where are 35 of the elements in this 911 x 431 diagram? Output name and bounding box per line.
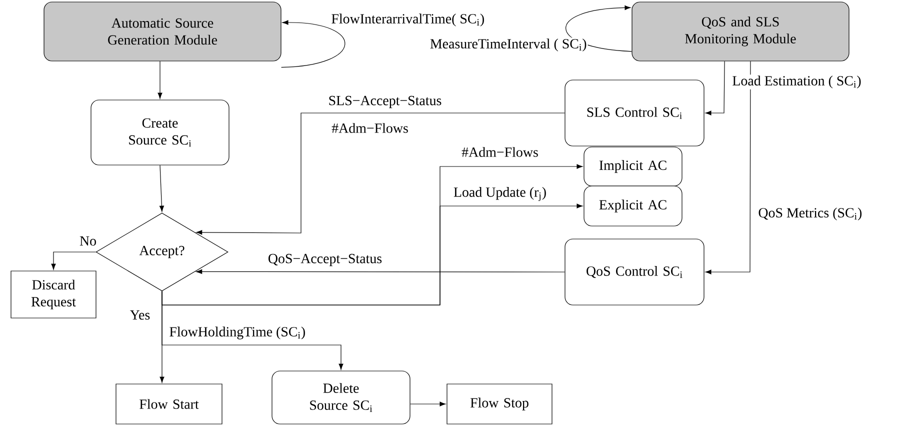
edge-label: #Adm−Flows (460, 146, 540, 158)
arrow (281, 20, 346, 68)
process-box: Create Source SC$_{i}$ (90, 100, 230, 166)
edge-label: Load Estimation ( SC$_{i}$) (731, 74, 862, 90)
edge-label: MeasureTimeInterval ( SC$_{i}$) (428, 38, 588, 52)
edge-label: QoS Metrics (SC$_{i}$) (757, 206, 864, 222)
edge-label: SLS−Accept−Status (327, 94, 443, 110)
edge-label: Load Update (r$_{j}$) (452, 186, 548, 202)
arrow (162, 291, 344, 370)
arrow (51, 252, 96, 270)
edge-label: FlowHoldingTime (SC$_{i}$) (168, 326, 307, 340)
edge-label: No (78, 235, 98, 247)
process-box: SLS Control SC$_{i}$ (564, 80, 704, 146)
process-box: Implicit AC (584, 146, 682, 186)
arrow (158, 61, 162, 99)
arrow (705, 61, 751, 274)
arrow (162, 204, 583, 306)
terminal-box: Discard Request (10, 270, 96, 318)
arrow (196, 269, 565, 274)
terminal-box: Flow Stop (446, 384, 552, 424)
edge-label: FlowInterarrivalTime( SC$_{i}$) (330, 12, 486, 28)
process-box: Delete Source SC$_{i}$ (272, 370, 410, 424)
terminal-box: Flow Start (116, 384, 222, 424)
edge-label: QoS−Accept−Status (266, 252, 384, 268)
process-box: Explicit AC (584, 186, 682, 226)
arrow (410, 402, 446, 406)
arrow (196, 112, 565, 235)
arrow (705, 61, 725, 116)
module-box: Automatic Source Generation Module (44, 2, 282, 62)
process-box: QoS Control SC$_{i}$ (564, 238, 704, 306)
arrow (159, 165, 164, 212)
arrow (566, 5, 632, 52)
module-box: QoS and SLS Monitoring Module (632, 2, 850, 62)
text-label: #Adm−Flows (330, 122, 410, 134)
edge-label: Yes (128, 309, 152, 321)
